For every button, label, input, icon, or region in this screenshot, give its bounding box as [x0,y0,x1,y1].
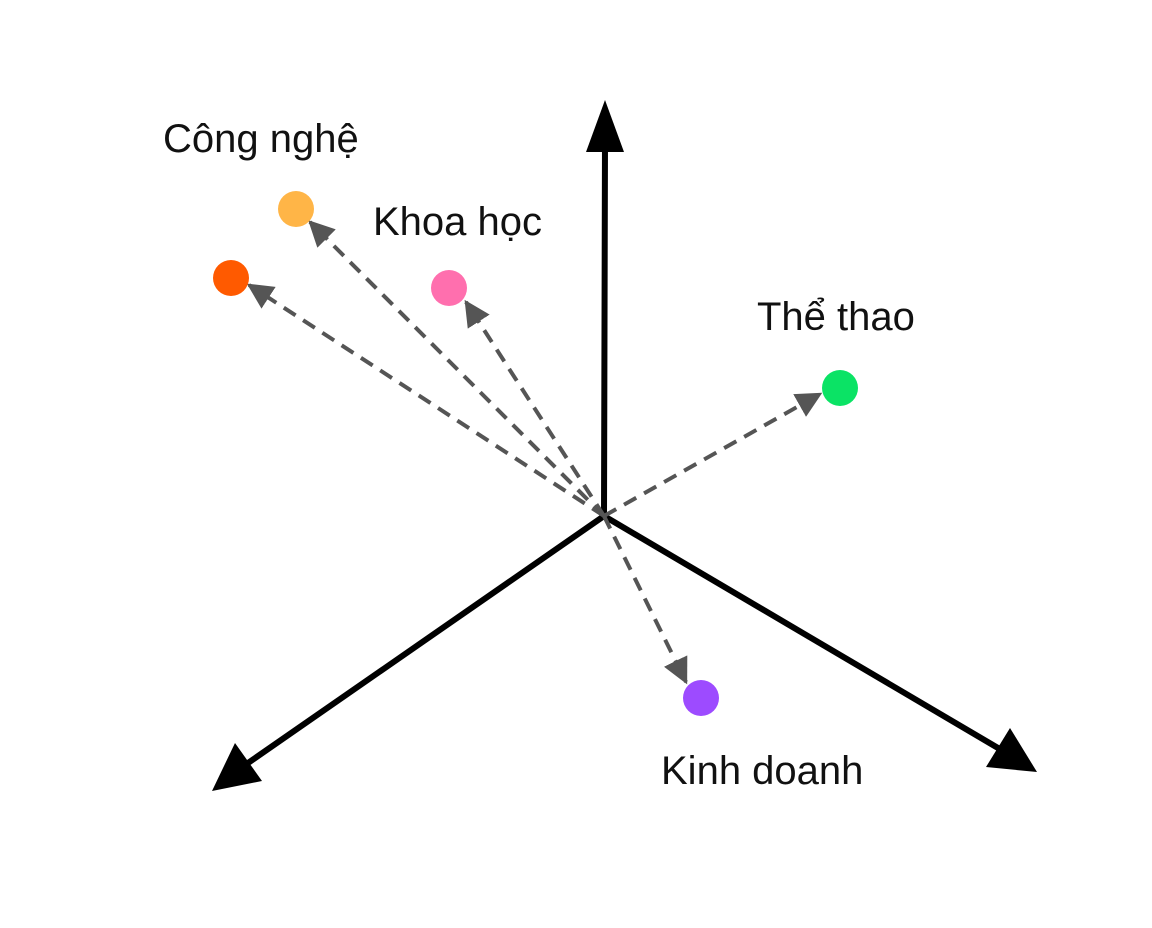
right-axis [601,513,1001,751]
point-technology-1 [278,191,314,227]
label-business: Kinh doanh [661,749,863,793]
point-sports [822,370,858,406]
vector-business [602,515,688,685]
right-axis-arrowhead [986,728,1037,772]
vector-science [464,299,606,518]
left-axis-arrowhead [212,743,262,791]
point-business [683,680,719,716]
labels: Công nghệ Khoa học Thể thao Kinh doanh [163,117,915,793]
vector-sports [603,392,823,518]
vertical-axis-arrowhead [586,100,624,152]
label-technology: Công nghệ [163,117,359,161]
vector-technology-1 [308,220,606,518]
vertical-axis [601,137,608,519]
axes [212,100,1037,791]
point-science [431,270,467,306]
label-sports: Thể thao [757,295,915,339]
left-axis [245,513,607,766]
point-technology-2 [213,260,249,296]
vectors [246,220,823,685]
points [213,191,858,716]
vector-technology-2 [246,283,606,518]
label-science: Khoa học [373,200,542,244]
